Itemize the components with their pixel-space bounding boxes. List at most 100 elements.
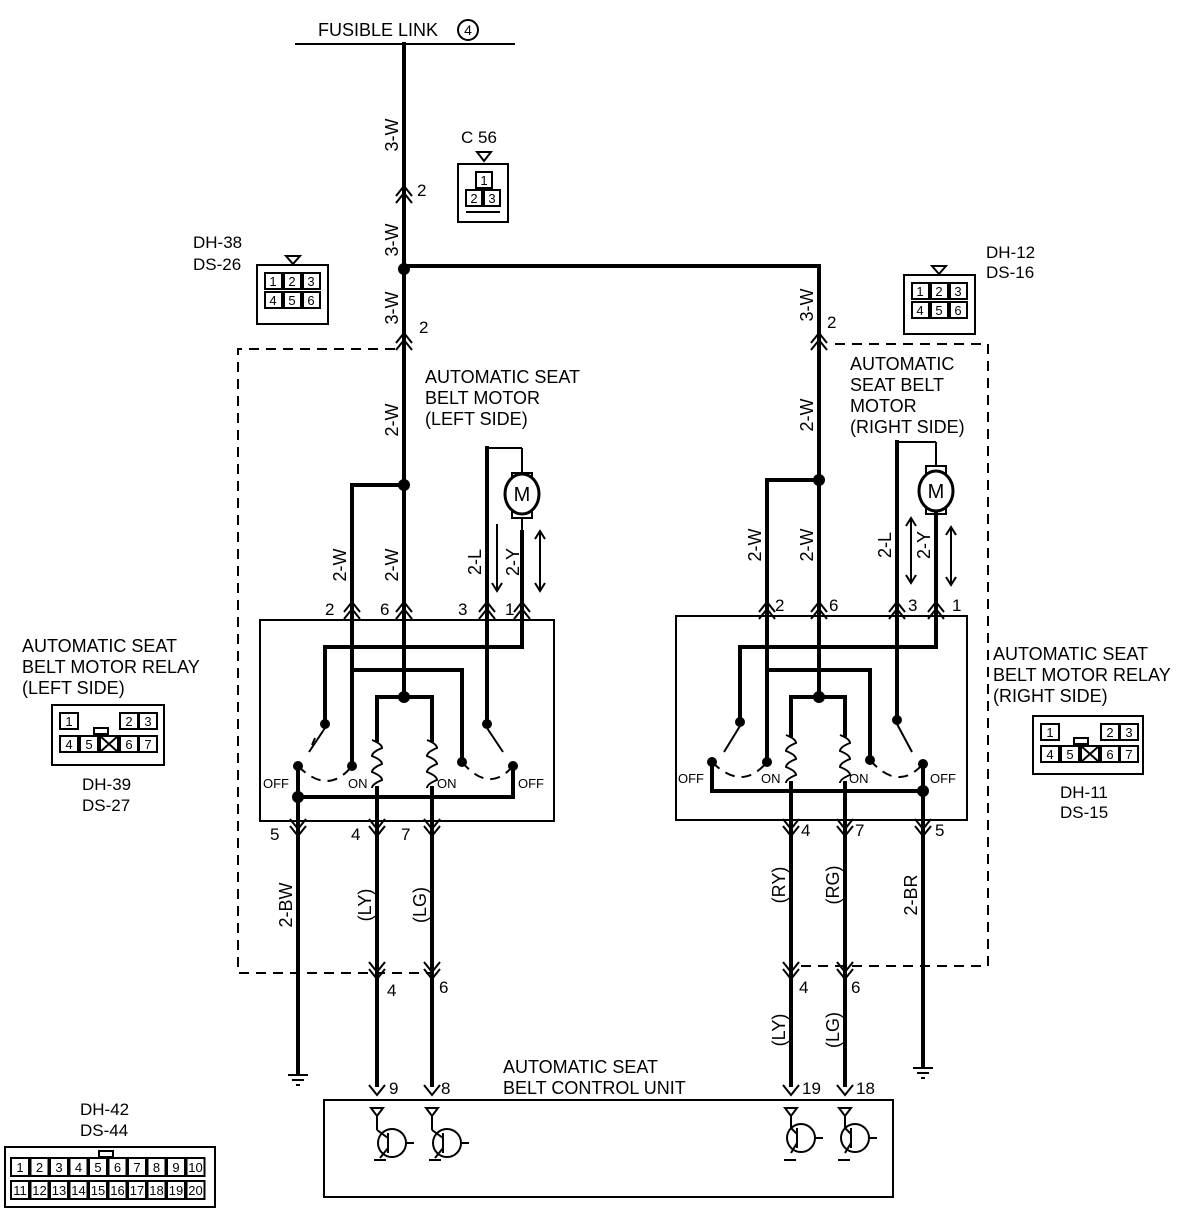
connector-cell-label: 10 xyxy=(188,1160,202,1175)
pin-right-conn-2: 2 xyxy=(827,313,836,332)
connector-cell xyxy=(10,1157,30,1177)
pin-label: 18 xyxy=(856,1079,875,1098)
pin-label: 4 xyxy=(801,821,810,840)
svg-text:(LEFT SIDE): (LEFT SIDE) xyxy=(22,678,125,698)
connector-cell-label: 4 xyxy=(75,1160,82,1175)
connector-cell-label: 5 xyxy=(94,1160,101,1175)
switch-state-label: OFF xyxy=(263,776,289,791)
svg-text:7: 7 xyxy=(1125,747,1132,762)
connector-cell-label: 16 xyxy=(110,1183,124,1198)
left-seat-belt-motor-relay: OFF ON ON OFF xyxy=(259,619,555,1074)
connector-id: DS-26 xyxy=(193,255,241,274)
fusible-link: FUSIBLE LINK 4 xyxy=(295,19,515,45)
connector-cell xyxy=(29,1157,50,1177)
svg-text:AUTOMATIC SEAT: AUTOMATIC SEAT xyxy=(503,1057,658,1077)
motor-m-glyph: M xyxy=(928,481,945,503)
connector-cell-label: 17 xyxy=(130,1183,144,1198)
wire-label-left-relay-3: 2-L xyxy=(465,549,485,575)
ground-icon xyxy=(913,1067,933,1079)
left-relay-label: AUTOMATIC SEAT BELT MOTOR RELAY (LEFT SI… xyxy=(22,636,200,698)
svg-text:2: 2 xyxy=(470,191,477,206)
connector-cell xyxy=(88,1180,108,1200)
connector-cell xyxy=(49,1180,69,1200)
connector-cell-label: 3 xyxy=(55,1160,62,1175)
fusible-link-label: FUSIBLE LINK xyxy=(318,20,438,40)
switch-state-label: ON xyxy=(437,776,457,791)
right-relay-outputs: 4 7 5 (RY) (RG) 2-BR 4 6 (LY) (LG) xyxy=(769,818,944,1087)
wire-label-right-relay-3: 2-L xyxy=(875,532,895,558)
connector-cell xyxy=(185,1157,206,1177)
svg-text:4: 4 xyxy=(916,303,923,318)
connector-cell-label: 2 xyxy=(36,1160,43,1175)
svg-text:3: 3 xyxy=(488,191,495,206)
wire-label-main-right: 3-W xyxy=(797,288,817,321)
right-seat-belt-motor: AUTOMATIC SEAT BELT MOTOR (RIGHT SIDE) 2… xyxy=(797,354,965,587)
switch-state-label: OFF xyxy=(518,776,544,791)
svg-text:1: 1 xyxy=(65,714,72,729)
right-motor-label: SEAT BELT xyxy=(850,375,944,395)
right-relay-wiring: 2-W 2-W 2-L 2-Y 2 6 3 1 xyxy=(745,440,961,722)
svg-text:4: 4 xyxy=(1046,747,1053,762)
connector-cell xyxy=(88,1157,108,1177)
svg-text:BELT MOTOR RELAY: BELT MOTOR RELAY xyxy=(22,657,200,677)
right-seat-belt-motor-relay: OFF ON ON OFF xyxy=(675,615,968,1067)
fusible-link-number: 4 xyxy=(464,22,472,38)
transistor-icon xyxy=(369,1107,414,1161)
connector-cell xyxy=(146,1180,167,1200)
right-motor-assembly-boundary xyxy=(800,343,989,967)
connector-cell-label: 8 xyxy=(153,1160,160,1175)
svg-text:4: 4 xyxy=(269,293,276,308)
left-motor-label: AUTOMATIC SEAT xyxy=(425,367,580,387)
connector-id: DS-16 xyxy=(986,263,1034,282)
connector-cell xyxy=(107,1157,128,1177)
wire-label-left-relay-2: 2-W xyxy=(330,548,350,581)
pin-label: 2 xyxy=(775,596,784,615)
wire-label-right-motor-feed: 2-W xyxy=(797,398,817,431)
junction-dot xyxy=(398,263,410,275)
svg-text:6: 6 xyxy=(125,737,132,752)
wire-label-right-rg: (RG) xyxy=(823,866,843,905)
pin-label: 6 xyxy=(380,600,389,619)
pin-label: 3 xyxy=(458,600,467,619)
svg-text:2: 2 xyxy=(1106,725,1113,740)
svg-text:5: 5 xyxy=(85,737,92,752)
wire-label-left-relay-1: 2-Y xyxy=(503,548,523,576)
svg-text:3: 3 xyxy=(307,274,314,289)
svg-text:BELT MOTOR RELAY: BELT MOTOR RELAY xyxy=(993,665,1171,685)
wire-label-left-motor-feed: 2-W xyxy=(382,403,402,436)
pin-label: 6 xyxy=(829,596,838,615)
connector-cell-label: 9 xyxy=(172,1160,179,1175)
connector-cell xyxy=(68,1180,89,1200)
wire-label-main-top: 3-W xyxy=(382,118,402,151)
pin-label: 5 xyxy=(935,821,944,840)
svg-text:3: 3 xyxy=(144,714,151,729)
svg-text:4: 4 xyxy=(65,737,72,752)
wire-label-left-ground: 2-BW xyxy=(276,882,296,927)
switch-state-label: OFF xyxy=(678,771,704,786)
connector-right-motor: DH-12 DS-16 1 2 3 4 5 6 xyxy=(903,243,1035,335)
svg-text:7: 7 xyxy=(144,737,151,752)
pin-label: 4 xyxy=(351,825,360,844)
connector-cell xyxy=(107,1180,128,1200)
connector-cell-label: 19 xyxy=(169,1183,183,1198)
left-motor-assembly-boundary xyxy=(237,348,430,974)
svg-text:2: 2 xyxy=(935,284,942,299)
transistor-icon xyxy=(837,1107,877,1161)
wire-label-right-relay-1: 2-Y xyxy=(914,531,934,559)
svg-text:AUTOMATIC SEAT: AUTOMATIC SEAT xyxy=(22,636,177,656)
connector-cell-label: 1 xyxy=(16,1160,23,1175)
wire-label-left-lg: (LG) xyxy=(410,887,430,923)
svg-text:(RIGHT SIDE): (RIGHT SIDE) xyxy=(993,686,1108,706)
connector-id: DH-42 xyxy=(80,1100,129,1119)
right-motor-label: (RIGHT SIDE) xyxy=(850,417,965,437)
switch-state-label: ON xyxy=(348,776,368,791)
connector-c56: C 56 1 2 3 xyxy=(457,128,509,223)
seat-belt-control-unit: AUTOMATIC SEAT BELT CONTROL UNIT 9 8 19 … xyxy=(323,1057,894,1198)
svg-text:2: 2 xyxy=(288,274,295,289)
connector-id: DS-15 xyxy=(1060,803,1108,822)
right-relay-label: AUTOMATIC SEAT BELT MOTOR RELAY (RIGHT S… xyxy=(993,644,1171,706)
svg-text:6: 6 xyxy=(1106,747,1113,762)
fusible-link-number-circle xyxy=(457,19,479,41)
